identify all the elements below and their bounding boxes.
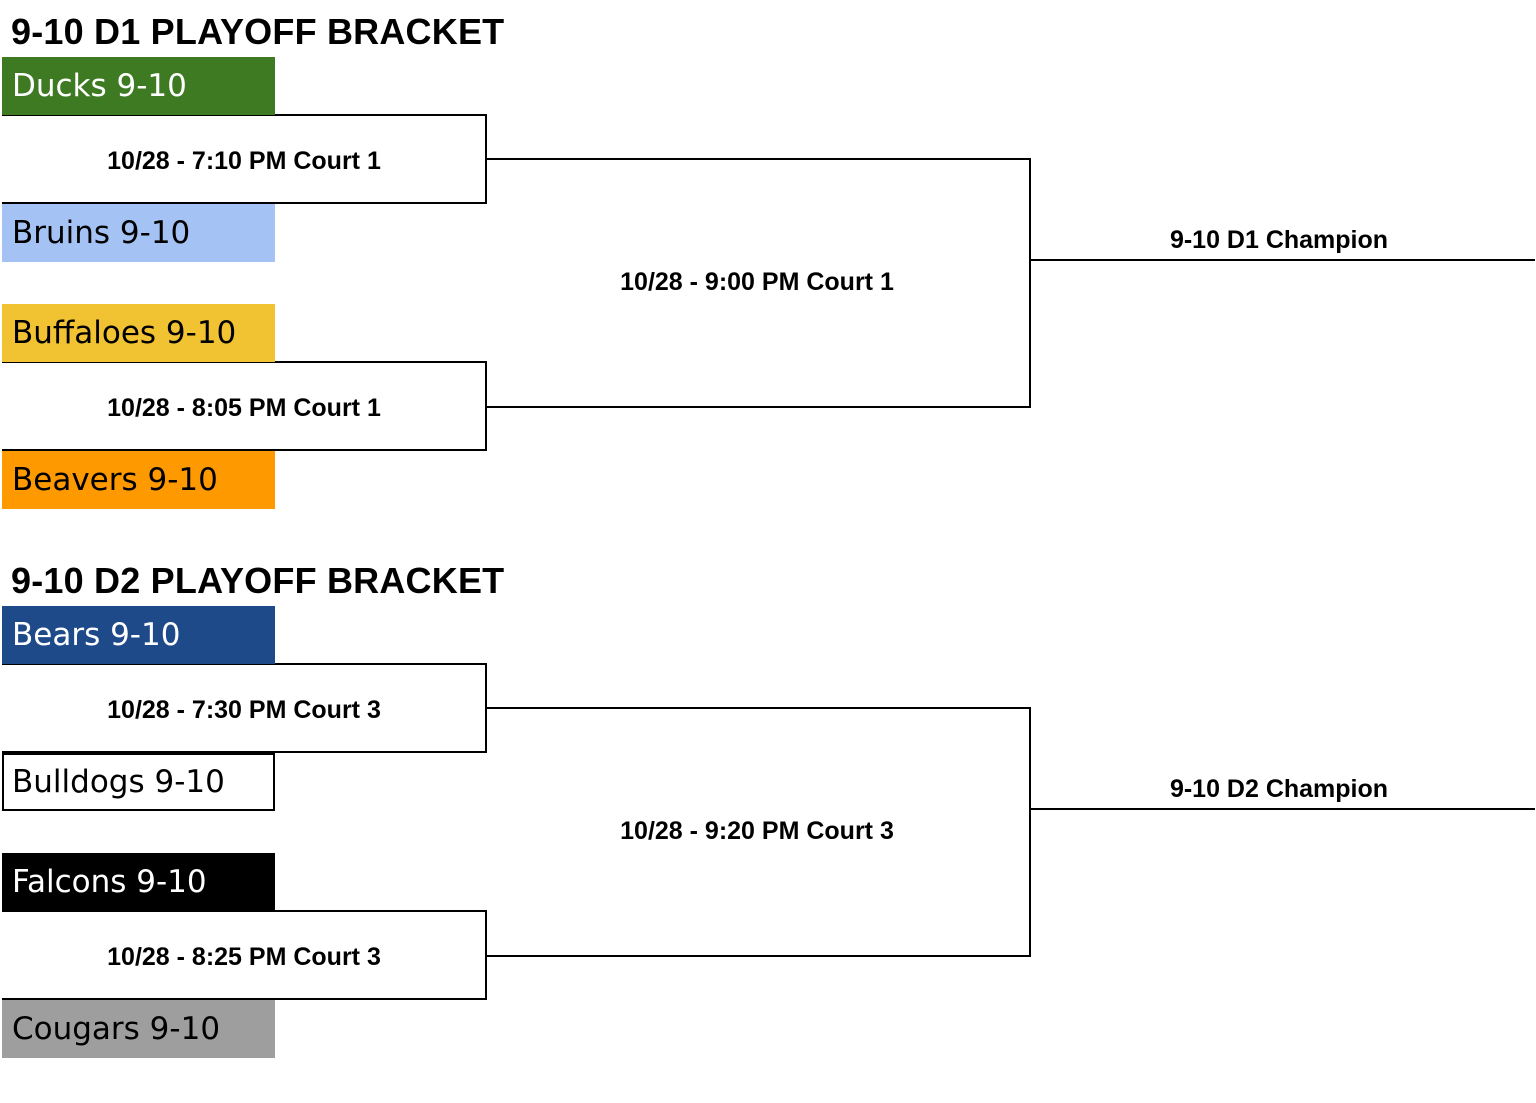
semifinal-label-1: 10/28 - 7:10 PM Court 1 <box>107 147 381 175</box>
semifinal-label-1: 10/28 - 7:30 PM Court 3 <box>107 696 381 724</box>
champion-line <box>1029 808 1535 810</box>
final-connector <box>487 158 1031 408</box>
semifinal-connector-1: 10/28 - 7:30 PM Court 3 <box>2 663 487 753</box>
team-slot-buffaloes: Buffaloes 9-10 <box>2 304 275 362</box>
semifinal-connector-2: 10/28 - 8:05 PM Court 1 <box>2 361 487 451</box>
semifinal-label-2: 10/28 - 8:25 PM Court 3 <box>107 943 381 971</box>
champion-line <box>1029 259 1535 261</box>
team-slot-bruins: Bruins 9-10 <box>2 204 275 262</box>
team-slot-falcons: Falcons 9-10 <box>2 853 275 911</box>
final-game-label: 10/28 - 9:00 PM Court 1 <box>620 268 894 296</box>
final-connector <box>487 707 1031 957</box>
bracket-d1: 9-10 D1 PLAYOFF BRACKET 10/28 - 9:00 PM … <box>0 0 1536 520</box>
champion-label: 9-10 D2 Champion <box>1169 775 1389 803</box>
semifinal-label-2: 10/28 - 8:05 PM Court 1 <box>107 394 381 422</box>
bracket-d2: 9-10 D2 PLAYOFF BRACKET 10/28 - 9:20 PM … <box>0 549 1536 1069</box>
semifinal-connector-1: 10/28 - 7:10 PM Court 1 <box>2 114 487 204</box>
semifinal-connector-2: 10/28 - 8:25 PM Court 3 <box>2 910 487 1000</box>
bracket-title: 9-10 D1 PLAYOFF BRACKET <box>11 11 505 52</box>
final-game-label: 10/28 - 9:20 PM Court 3 <box>620 817 894 845</box>
team-slot-bulldogs: Bulldogs 9-10 <box>2 753 275 811</box>
team-slot-cougars: Cougars 9-10 <box>2 1000 275 1058</box>
bracket-title: 9-10 D2 PLAYOFF BRACKET <box>11 560 505 601</box>
team-slot-beavers: Beavers 9-10 <box>2 451 275 509</box>
team-slot-bears: Bears 9-10 <box>2 606 275 664</box>
champion-label: 9-10 D1 Champion <box>1169 226 1389 254</box>
team-slot-ducks: Ducks 9-10 <box>2 57 275 115</box>
